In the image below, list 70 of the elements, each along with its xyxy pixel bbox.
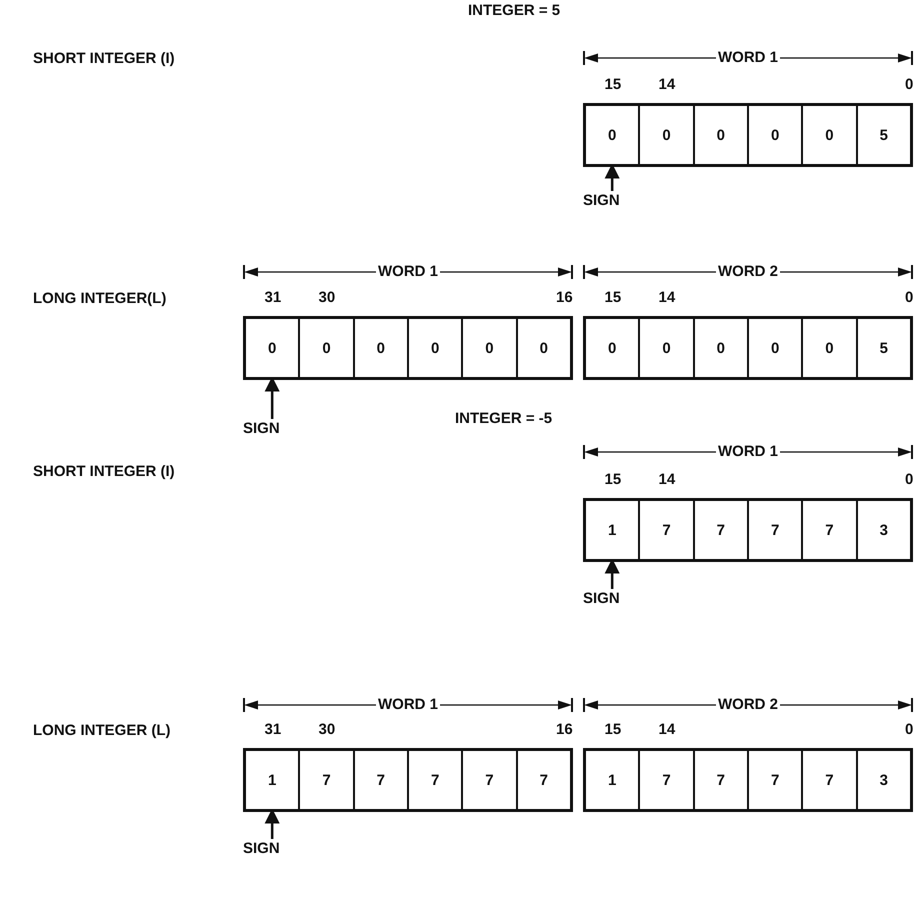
format-label: LONG INTEGER (L) [33, 722, 170, 740]
bit-cell: 1 [246, 751, 298, 809]
value-heading: INTEGER = -5 [455, 410, 552, 428]
sign-label: SIGN [243, 840, 280, 858]
bit-cell: 3 [856, 501, 910, 559]
bit-number: 0 [905, 289, 914, 307]
bit-number: 0 [905, 76, 914, 94]
bit-number: 14 [658, 721, 676, 739]
bit-cell: 0 [586, 106, 638, 164]
bit-cell: 0 [586, 319, 638, 377]
bit-number: 30 [318, 289, 336, 307]
bit-cell: 7 [692, 751, 747, 809]
bit-number: 30 [318, 721, 336, 739]
bit-cell: 0 [461, 319, 516, 377]
bit-cell: 0 [638, 319, 693, 377]
register-box [583, 748, 913, 812]
format-label: SHORT INTEGER (I) [33, 50, 175, 68]
bit-number: 15 [604, 76, 622, 94]
bit-cell: 7 [638, 751, 693, 809]
bit-cell: 1 [586, 501, 638, 559]
format-label: SHORT INTEGER (I) [33, 463, 175, 481]
bit-cell: 0 [298, 319, 353, 377]
bit-cell: 5 [856, 106, 910, 164]
bit-cell: 0 [692, 106, 747, 164]
bit-cell: 0 [246, 319, 298, 377]
bit-cell: 7 [638, 501, 693, 559]
bit-cell: 7 [516, 751, 570, 809]
bit-number: 31 [264, 721, 282, 739]
bit-number: 15 [604, 721, 622, 739]
register-box [583, 103, 913, 167]
bit-cell: 7 [692, 501, 747, 559]
bit-number: 14 [658, 471, 676, 489]
bit-cell: 5 [856, 319, 910, 377]
bit-cell: 7 [352, 751, 407, 809]
sign-label: SIGN [583, 192, 620, 210]
sign-label: SIGN [243, 420, 280, 438]
register-box [583, 498, 913, 562]
bit-cell: 7 [298, 751, 353, 809]
bit-cell: 3 [856, 751, 910, 809]
register-box [583, 316, 913, 380]
register-box [243, 748, 573, 812]
bit-cell: 7 [746, 501, 802, 559]
bit-cell: 0 [801, 319, 856, 377]
value-heading: INTEGER = 5 [468, 2, 560, 20]
bit-cell: 0 [801, 106, 856, 164]
bit-number: 0 [905, 471, 914, 489]
sign-label: SIGN [583, 590, 620, 608]
bit-number: 15 [604, 289, 622, 307]
bit-cell: 0 [638, 106, 693, 164]
bit-cell: 7 [801, 501, 856, 559]
bit-cell: 1 [586, 751, 638, 809]
bit-cell: 0 [692, 319, 747, 377]
bit-cell: 0 [746, 319, 802, 377]
bit-cell: 7 [461, 751, 516, 809]
bit-number: 16 [556, 721, 573, 739]
bit-cell: 0 [516, 319, 570, 377]
bit-number: 16 [556, 289, 573, 307]
bit-number: 14 [658, 289, 676, 307]
bit-number: 0 [905, 721, 914, 739]
bit-number: 31 [264, 289, 282, 307]
bit-cell: 0 [406, 319, 462, 377]
bit-cell: 7 [406, 751, 462, 809]
bit-cell: 0 [746, 106, 802, 164]
bit-cell: 7 [801, 751, 856, 809]
format-label: LONG INTEGER(L) [33, 290, 166, 308]
register-box [243, 316, 573, 380]
bit-number: 14 [658, 76, 676, 94]
bit-cell: 7 [746, 751, 802, 809]
bit-number: 15 [604, 471, 622, 489]
bit-cell: 0 [352, 319, 407, 377]
